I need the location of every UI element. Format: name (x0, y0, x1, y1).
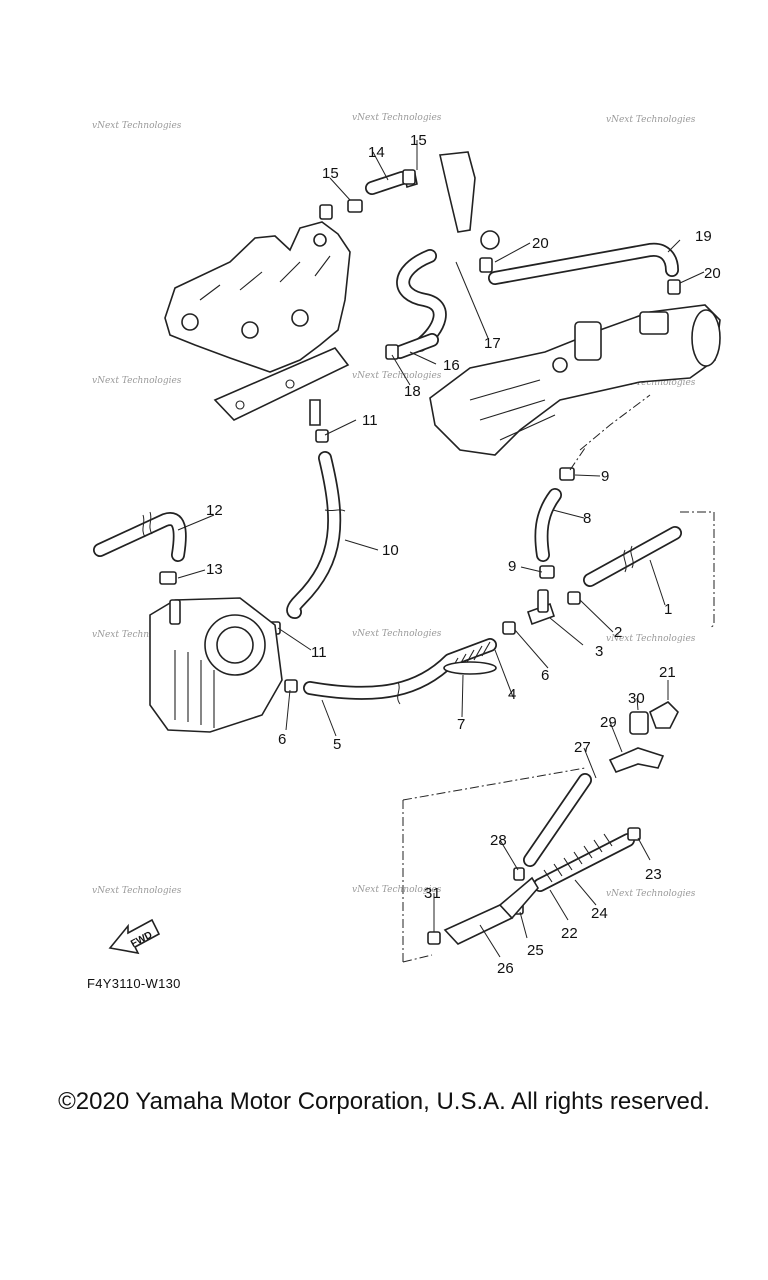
callout-9b: 9 (508, 558, 516, 575)
watermark: vNext Technologies (92, 121, 182, 131)
callout-7: 7 (457, 716, 465, 733)
hoses (93, 171, 682, 892)
valve-bracket (404, 151, 500, 250)
watermark: vNext Technologies (606, 634, 696, 644)
jet-pump-housing (149, 597, 283, 733)
watermark: vNext Technologies (352, 371, 442, 381)
watermark: vNext Technologies (606, 378, 696, 388)
watermark: vNext Technologies (92, 886, 182, 896)
exhaust-manifold (164, 221, 351, 426)
callout-31: 31 (424, 885, 441, 902)
callout-4: 4 (508, 686, 516, 703)
callout-27: 27 (574, 739, 591, 756)
callout-11: 11 (362, 412, 378, 429)
watermark-group: vNext Technologies vNext Technologies vN… (92, 113, 696, 899)
callout-19: 19 (695, 228, 712, 245)
callout-11b: 11 (311, 644, 327, 661)
callout-3: 3 (595, 643, 603, 660)
muffler-assembly (429, 304, 721, 456)
callout-28: 28 (490, 832, 507, 849)
parts-diagram: vNext Technologies vNext Technologies vN… (92, 113, 721, 977)
callout-17: 17 (484, 335, 501, 352)
callout-24: 24 (591, 905, 608, 922)
callout-1: 1 (664, 601, 672, 618)
group-borders (402, 394, 715, 963)
fwd-arrow-icon: FWD (108, 918, 161, 955)
callout-5: 5 (333, 736, 341, 753)
callout-18: 18 (404, 383, 421, 400)
callout-2: 2 (614, 624, 622, 641)
callout-15b: 15 (322, 165, 339, 182)
watermark: vNext Technologies (92, 376, 182, 386)
watermark: vNext Technologies (352, 113, 442, 123)
callout-15: 15 (410, 132, 427, 149)
watermark: vNext Technologies (606, 889, 696, 899)
watermark: vNext Technologies (92, 630, 182, 640)
callout-6b: 6 (541, 667, 549, 684)
callout-20: 20 (532, 235, 549, 252)
copyright-notice: ©2020 Yamaha Motor Corporation, U.S.A. A… (58, 1088, 710, 1115)
watermark: vNext Technologies (352, 629, 442, 639)
callout-12: 12 (206, 502, 223, 519)
callout-6: 6 (278, 731, 286, 748)
callout-21: 21 (659, 664, 676, 681)
callout-30: 30 (628, 690, 645, 707)
callout-10: 10 (382, 542, 399, 559)
callout-9: 9 (601, 468, 609, 485)
hose-breaks (142, 509, 634, 705)
callout-13: 13 (206, 561, 223, 578)
diagram-code: F4Y3110-W130 (87, 976, 181, 991)
callout-14: 14 (368, 144, 385, 161)
callout-23: 23 (645, 866, 662, 883)
callouts: 1 2 3 4 5 6 6 7 8 9 9 10 11 11 12 13 14 … (206, 132, 721, 977)
callout-8: 8 (583, 510, 591, 527)
callout-26: 26 (497, 960, 514, 977)
watermark: vNext Technologies (606, 115, 696, 125)
callout-25: 25 (527, 942, 544, 959)
callout-29: 29 (600, 714, 617, 731)
callout-16: 16 (443, 357, 460, 374)
leader-lines (177, 140, 705, 958)
callout-20b: 20 (704, 265, 721, 282)
watermark: vNext Technologies (352, 885, 442, 895)
callout-22: 22 (561, 925, 578, 942)
